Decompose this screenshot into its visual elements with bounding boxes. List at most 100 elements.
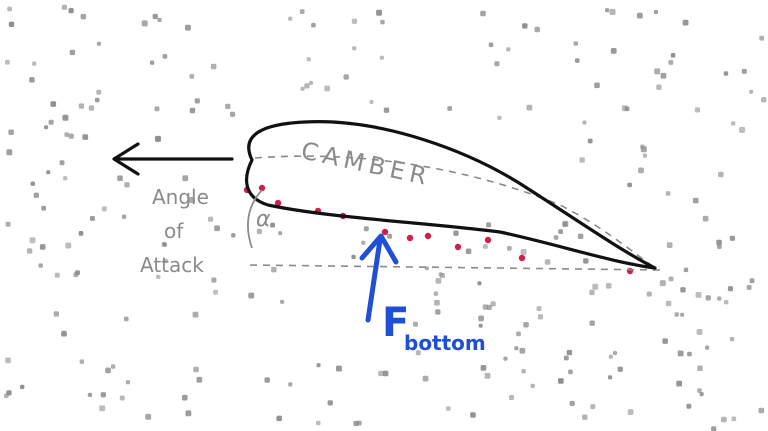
air-particle bbox=[379, 55, 384, 60]
compressed-particle bbox=[518, 254, 526, 262]
air-particle bbox=[697, 388, 702, 393]
air-particle bbox=[189, 74, 195, 79]
air-particle bbox=[486, 222, 492, 228]
compressed-particle bbox=[484, 236, 492, 244]
air-particle bbox=[46, 170, 51, 175]
air-particle bbox=[96, 89, 102, 95]
air-particle bbox=[369, 99, 374, 104]
air-particle bbox=[506, 47, 511, 52]
air-particle bbox=[590, 404, 596, 410]
angle-arc bbox=[247, 189, 263, 249]
air-particle bbox=[336, 365, 342, 372]
air-particle bbox=[53, 311, 59, 317]
air-particle bbox=[276, 415, 282, 422]
air-particle bbox=[5, 59, 10, 65]
air-particle bbox=[562, 220, 569, 227]
air-particle bbox=[716, 239, 722, 246]
air-particle bbox=[100, 392, 106, 398]
air-particle bbox=[478, 315, 484, 322]
air-particle bbox=[94, 97, 100, 103]
air-particle bbox=[749, 278, 755, 284]
air-particle bbox=[711, 426, 717, 431]
air-particle bbox=[721, 416, 727, 423]
air-particle bbox=[544, 259, 551, 265]
air-particle bbox=[304, 83, 310, 89]
air-particle bbox=[63, 176, 68, 181]
air-particle bbox=[154, 106, 160, 112]
air-particle bbox=[587, 138, 593, 144]
air-particle bbox=[465, 248, 472, 254]
air-particle bbox=[383, 107, 390, 113]
air-particle bbox=[553, 235, 559, 240]
air-particle bbox=[78, 103, 85, 109]
air-particle bbox=[687, 351, 692, 357]
air-particle bbox=[189, 107, 196, 114]
air-particle bbox=[537, 314, 544, 320]
air-particle bbox=[5, 221, 11, 227]
air-particle bbox=[29, 77, 35, 83]
air-particle bbox=[280, 299, 285, 304]
left-arrow-icon bbox=[112, 142, 234, 176]
force-label: F bbox=[382, 300, 409, 346]
chord-line bbox=[249, 264, 661, 271]
air-particle bbox=[488, 42, 494, 48]
air-particle bbox=[509, 395, 514, 400]
air-particle bbox=[484, 372, 491, 379]
air-particle bbox=[605, 8, 610, 13]
air-particle bbox=[470, 412, 476, 418]
air-particle bbox=[523, 322, 529, 328]
air-particle bbox=[61, 330, 67, 337]
air-particle bbox=[194, 98, 200, 104]
air-particle bbox=[640, 146, 647, 153]
air-particle bbox=[65, 242, 72, 249]
air-particle bbox=[589, 289, 595, 296]
air-particle bbox=[214, 225, 220, 232]
air-particle bbox=[665, 191, 671, 196]
air-particle bbox=[182, 175, 189, 182]
air-particle bbox=[665, 300, 672, 307]
air-particle bbox=[453, 230, 459, 236]
air-particle bbox=[382, 370, 389, 377]
air-particle bbox=[520, 249, 527, 255]
camber-line bbox=[254, 155, 656, 269]
air-particle bbox=[59, 160, 65, 166]
force-subscript: bottom bbox=[404, 331, 486, 355]
air-particle bbox=[316, 420, 321, 426]
air-particle bbox=[8, 129, 14, 135]
air-particle bbox=[526, 104, 533, 111]
air-particle bbox=[674, 312, 679, 317]
air-particle bbox=[5, 357, 11, 364]
air-particle bbox=[642, 153, 647, 158]
air-particle bbox=[682, 19, 689, 26]
air-particle bbox=[363, 226, 369, 232]
air-particle bbox=[608, 375, 613, 380]
angle-label-line2: of bbox=[164, 219, 184, 243]
air-particle bbox=[566, 349, 573, 356]
compressed-particle bbox=[406, 234, 414, 242]
air-particle bbox=[415, 350, 421, 356]
air-particle bbox=[162, 54, 168, 59]
air-particle bbox=[188, 197, 195, 203]
air-particle bbox=[110, 364, 116, 369]
air-particle bbox=[6, 149, 13, 156]
air-particle bbox=[660, 72, 667, 79]
air-particle bbox=[718, 171, 724, 178]
air-particle bbox=[574, 58, 580, 63]
air-particle bbox=[41, 205, 46, 211]
air-particle bbox=[288, 382, 293, 387]
air-particle bbox=[507, 246, 512, 251]
compressed-particle bbox=[454, 243, 462, 251]
air-particle bbox=[149, 60, 155, 65]
air-particle bbox=[80, 13, 87, 20]
air-particle bbox=[156, 274, 161, 279]
airfoil bbox=[244, 120, 657, 270]
air-particle bbox=[579, 157, 585, 163]
air-particle bbox=[653, 10, 658, 15]
air-particle bbox=[54, 272, 60, 278]
air-particle bbox=[695, 292, 702, 298]
air-particle bbox=[78, 231, 84, 236]
air-particle bbox=[351, 18, 358, 24]
air-particle bbox=[69, 49, 76, 56]
compressed-particle bbox=[274, 199, 282, 207]
